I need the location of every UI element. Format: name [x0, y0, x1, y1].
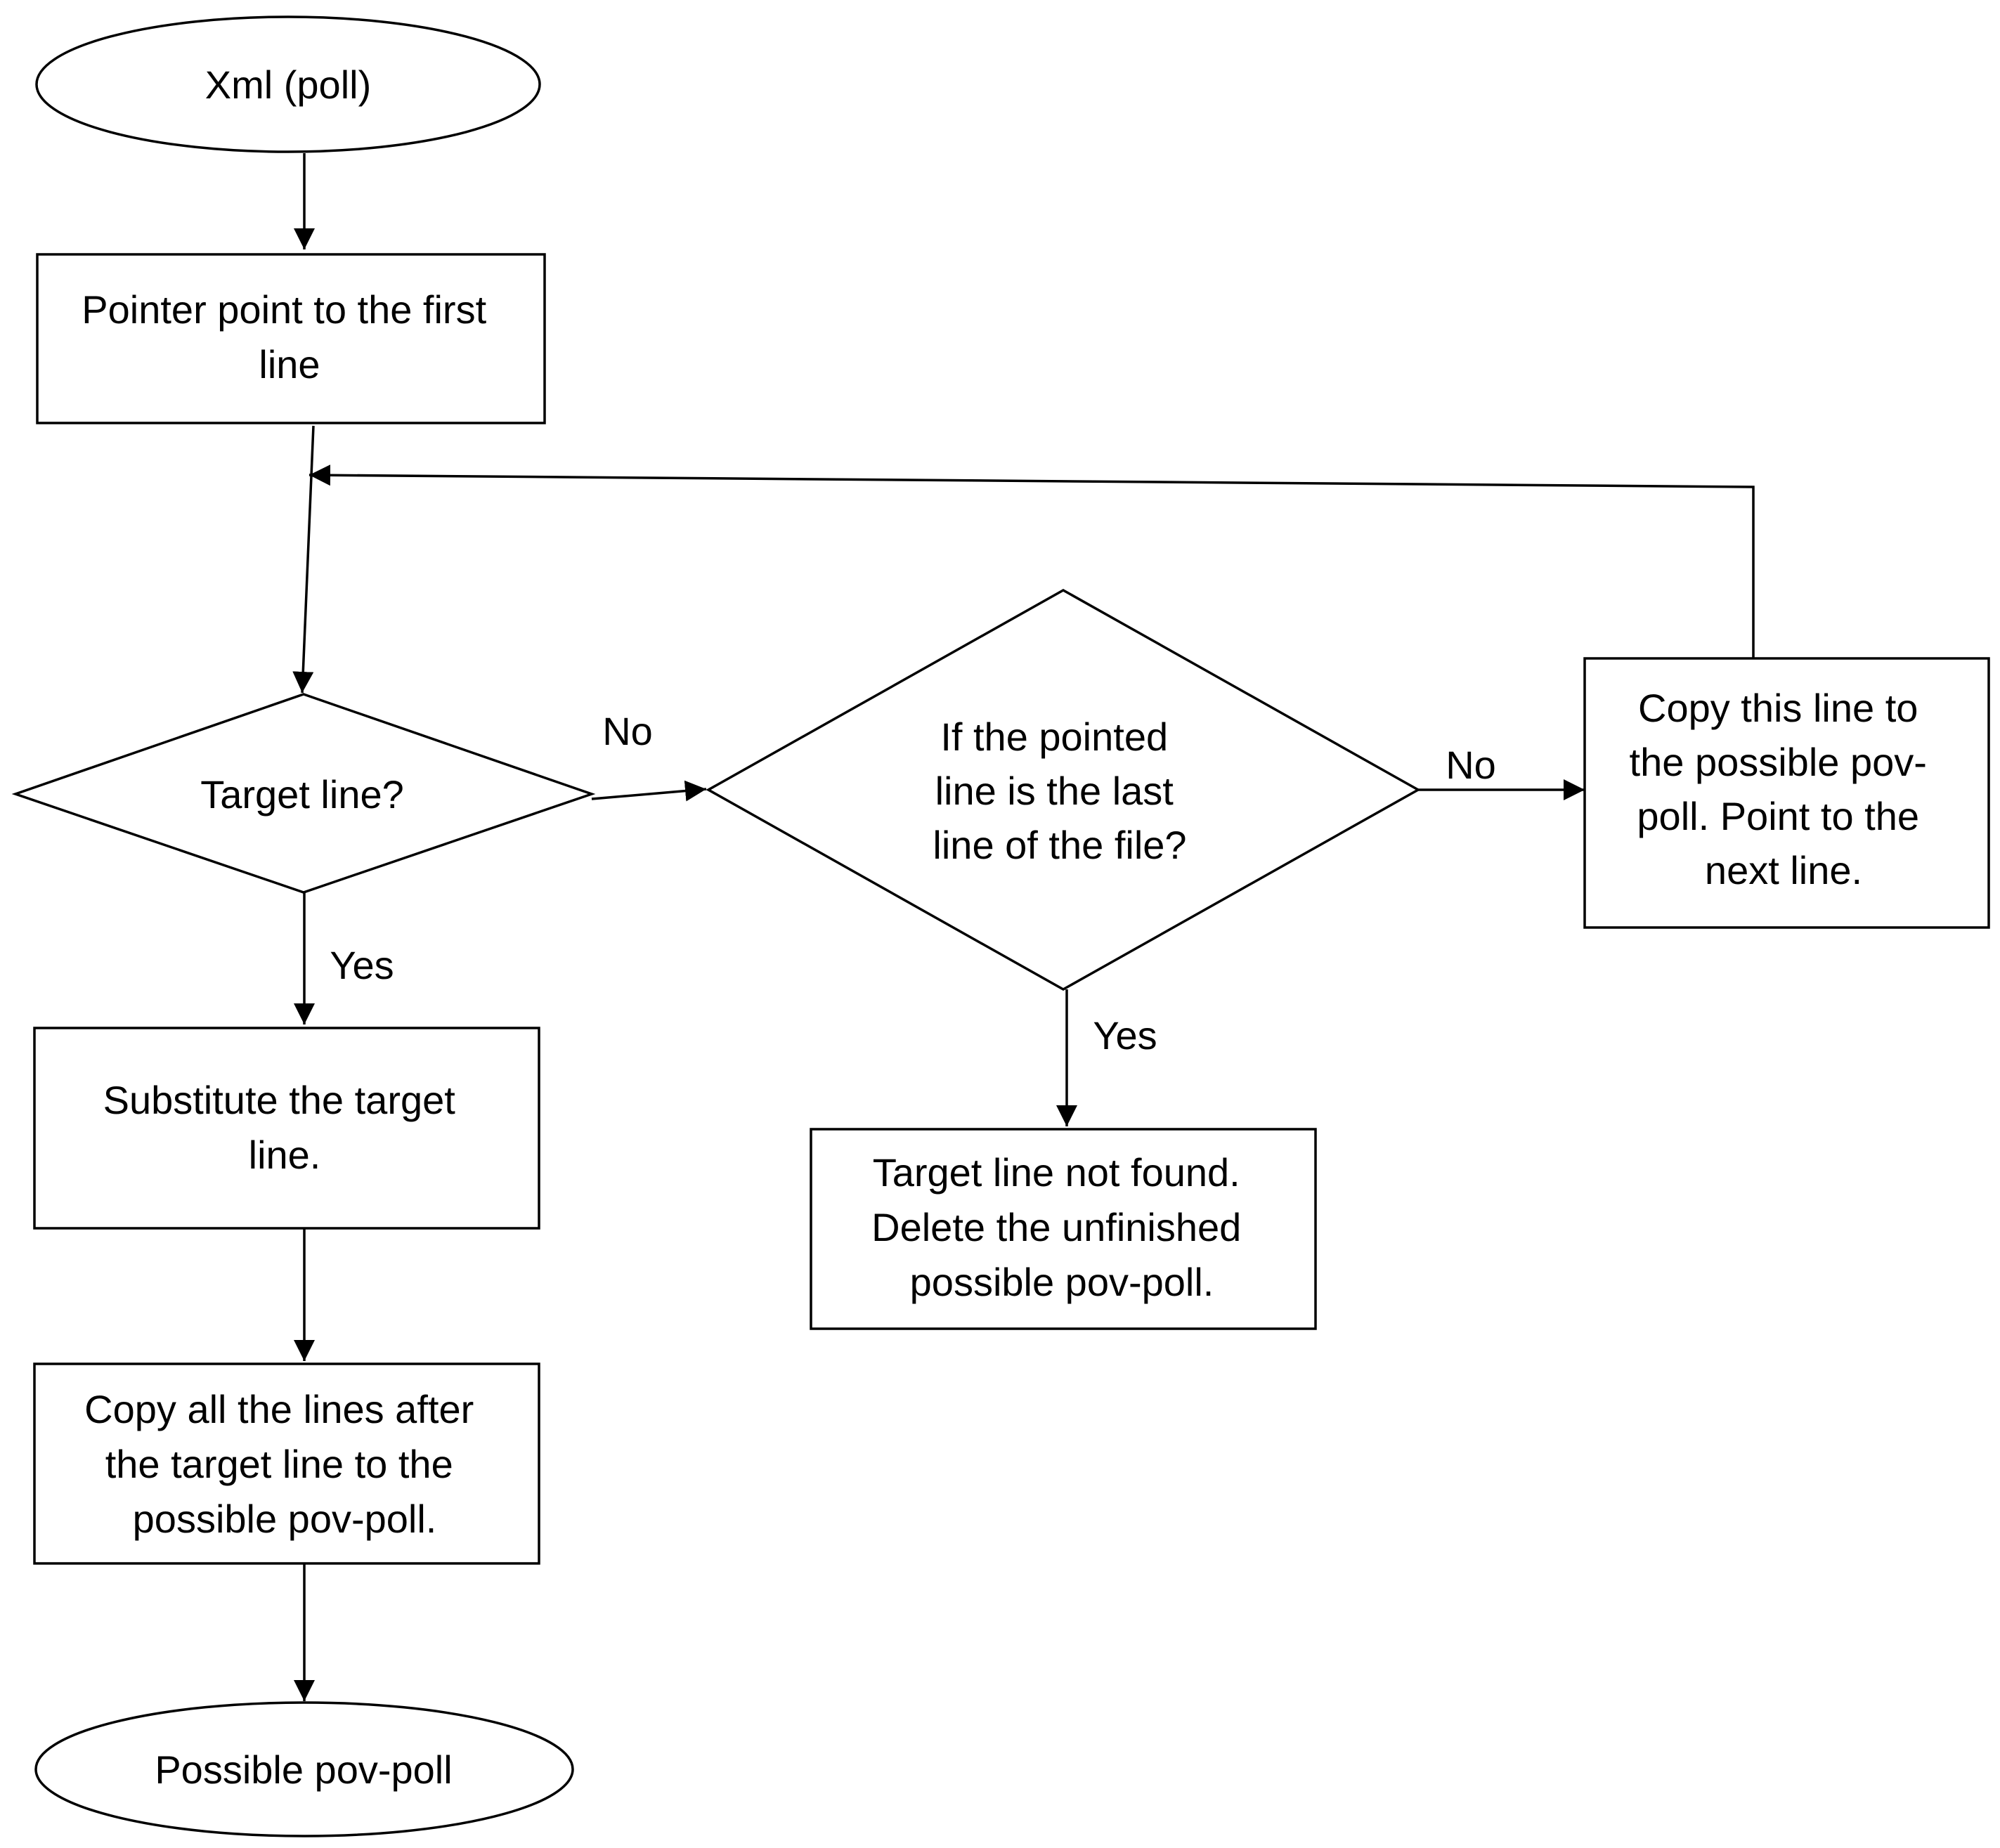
target-no-label: No [602, 709, 653, 753]
node-labels: Xml (poll) Pointer point to the first li… [82, 63, 1938, 1792]
start-terminal [35, 15, 541, 153]
substitute-process [33, 1027, 540, 1230]
copy-line-process [1583, 657, 1990, 929]
edge-labels: No Yes No Yes [330, 709, 1495, 1058]
target-yes-label: Yes [330, 943, 394, 987]
copy-line-label: Copy this line to the possible pov- poll… [1630, 686, 1938, 892]
copy-after-label: Copy all the lines after the target line… [84, 1387, 485, 1541]
end-terminal [34, 1701, 574, 1837]
end-label: Possible pov-poll [155, 1748, 452, 1792]
not-found-process [810, 1128, 1317, 1330]
target-decision-label: Target line? [200, 772, 404, 816]
edge-loop-back [309, 464, 1755, 658]
edges [292, 153, 1755, 1701]
edge-target-no [591, 780, 707, 802]
shapes [11, 15, 1990, 1837]
not-found-label: Target line not found. Delete the unfini… [871, 1150, 1252, 1304]
last-yes-label: Yes [1093, 1013, 1157, 1058]
pointer-first-process [36, 253, 546, 424]
pointer-first-label: Pointer point to the first line [82, 287, 497, 386]
edge-pointer-to-target [292, 425, 315, 694]
substitute-label: Substitute the target line. [103, 1078, 467, 1177]
copy-after-process [33, 1362, 540, 1565]
last-line-decision [706, 588, 1421, 991]
start-label: Xml (poll) [205, 63, 371, 107]
target-line-decision [11, 693, 596, 894]
last-line-decision-label: If the pointed line is the last line of … [933, 715, 1186, 867]
last-no-label: No [1446, 743, 1496, 787]
